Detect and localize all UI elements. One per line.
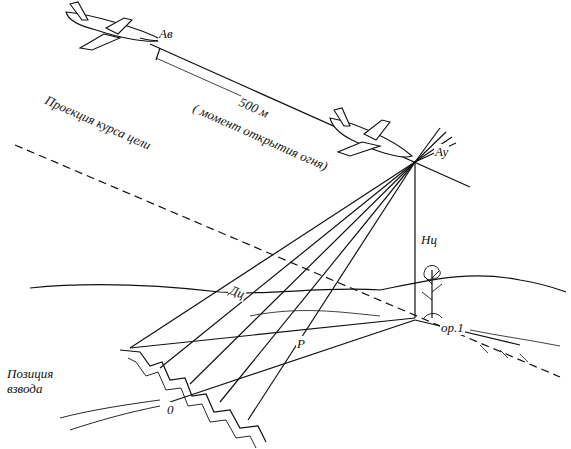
figure-label: Проекция курса цели <box>42 92 154 153</box>
figure-label: Ав <box>158 26 174 41</box>
figure-label: Ау <box>434 144 449 159</box>
figure-label: 0 <box>166 402 175 417</box>
figure-label: Р <box>296 336 306 351</box>
figure-label: ор.1 <box>440 320 465 335</box>
figure-label: Позиция взвода <box>6 366 66 396</box>
figure-label: 500 м <box>236 94 272 121</box>
figure-label: Нц <box>420 232 438 247</box>
